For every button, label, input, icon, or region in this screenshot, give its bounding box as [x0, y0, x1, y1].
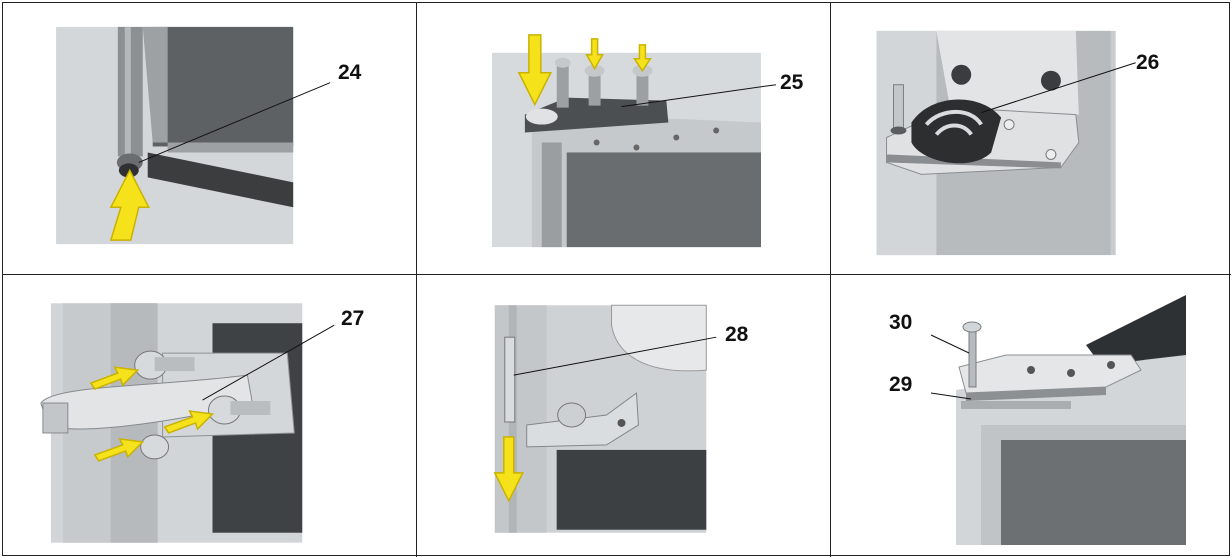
panel-step-26: 26 — [831, 3, 1231, 275]
arrow-right-icon — [163, 410, 215, 434]
panel-step-25: 25 — [417, 3, 831, 275]
callout-29: 29 — [889, 373, 913, 396]
arrow-down-icon — [585, 38, 604, 71]
callout-24: 24 — [338, 61, 362, 84]
illustration-step-26 — [876, 30, 1136, 256]
panel-step-27: 27 — [3, 275, 417, 557]
illustration-step-25 — [491, 34, 777, 248]
arrow-down-icon — [633, 44, 652, 73]
callout-25: 25 — [780, 71, 804, 94]
illustration-step-24 — [56, 26, 331, 245]
illustration-step-28 — [493, 304, 717, 533]
illustration-step-27 — [40, 303, 335, 543]
panel-step-29-30: 30 29 — [831, 275, 1231, 557]
arrow-up-icon — [109, 168, 150, 241]
callout-26: 26 — [1136, 51, 1160, 74]
panel-step-24: 24 — [3, 3, 417, 275]
panel-step-28: 28 — [417, 275, 831, 557]
arrow-right-icon — [89, 366, 140, 390]
arrow-down-icon — [493, 436, 524, 503]
illustration-step-29-30 — [930, 295, 1186, 545]
callout-28: 28 — [725, 323, 749, 346]
arrow-right-icon — [93, 438, 145, 462]
callout-30: 30 — [889, 311, 913, 334]
callout-27: 27 — [341, 307, 365, 330]
arrow-down-icon — [517, 34, 552, 107]
